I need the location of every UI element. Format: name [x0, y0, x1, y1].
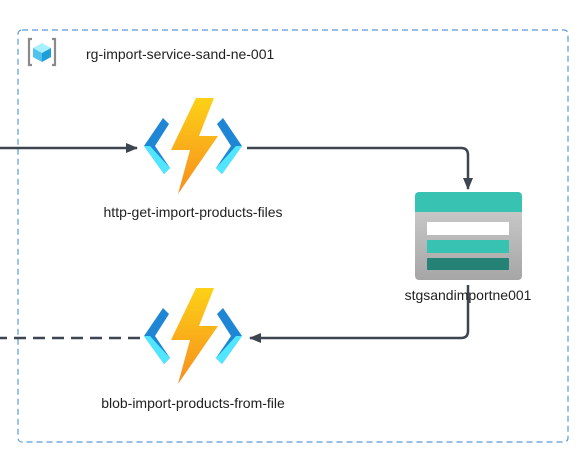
resource-group-title: rg-import-service-sand-ne-001 [86, 46, 275, 62]
http-function-label: http-get-import-products-files [103, 204, 283, 220]
storage-account-label: stgsandimportne001 [404, 287, 532, 303]
resource-group-boundary [17, 29, 569, 443]
azure-function-icon [144, 288, 242, 384]
blob-function-label: blob-import-products-from-file [101, 395, 285, 411]
resource-group-icon [27, 37, 57, 67]
edge-http-function-to-storage [247, 146, 473, 190]
edge-storage-to-blob-function [249, 285, 470, 343]
storage-account-icon [415, 192, 522, 280]
azure-function-icon [144, 98, 242, 194]
